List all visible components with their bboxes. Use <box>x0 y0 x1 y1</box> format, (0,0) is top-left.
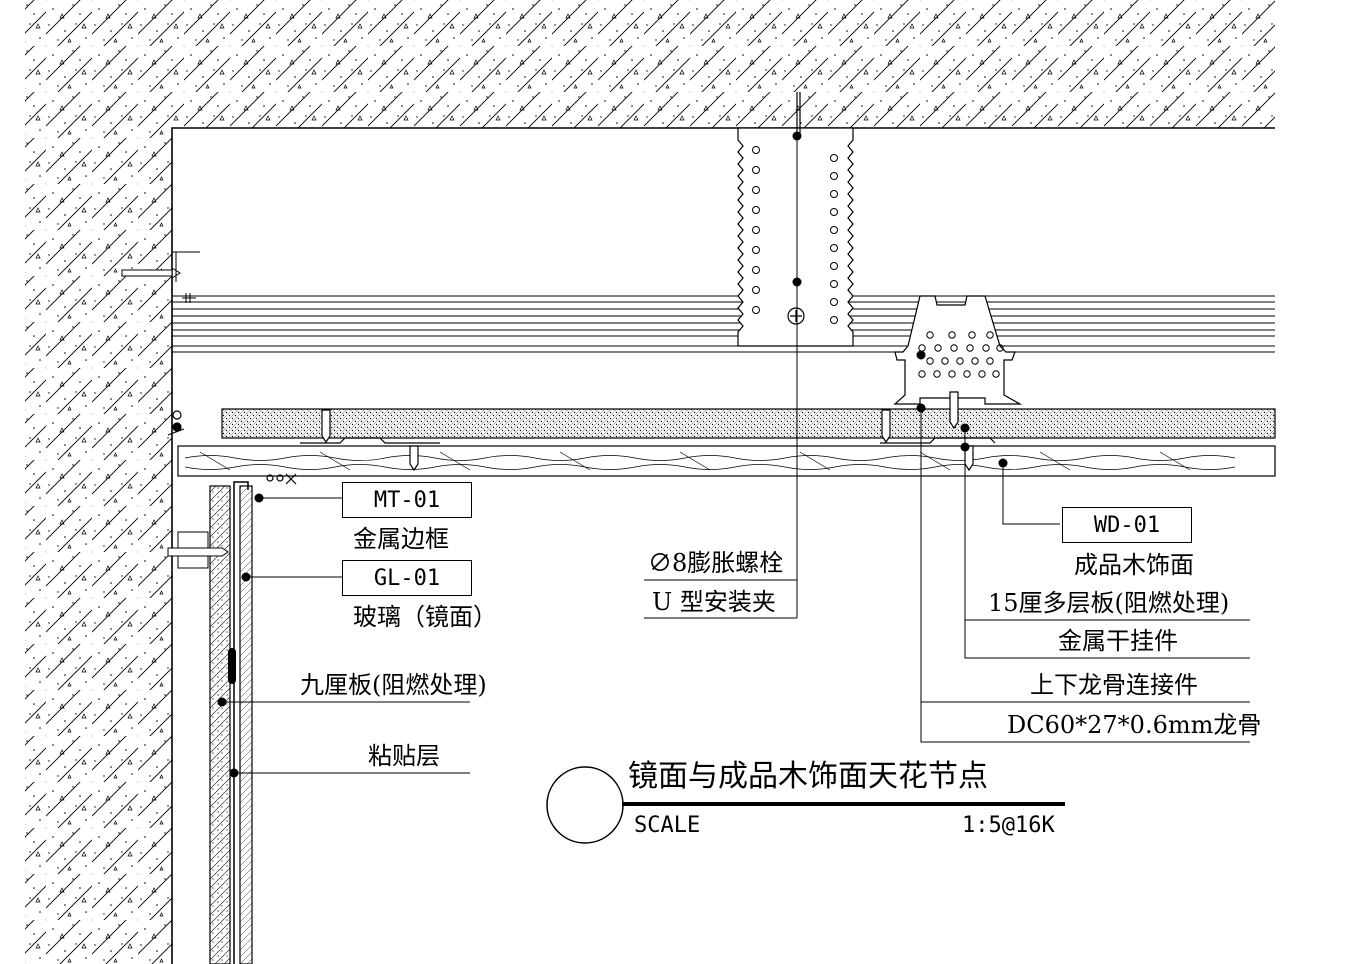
edge-clips <box>167 410 297 485</box>
tag-wd-01: WD-01 <box>1062 507 1192 543</box>
concrete-slab-and-wall <box>25 0 1275 964</box>
screws <box>321 391 974 472</box>
page-title: 镜面与成品木饰面天花节点 <box>628 759 988 794</box>
label-nine-board: 九厘板(阻燃处理) <box>300 671 487 699</box>
metal-edge-frame <box>233 481 249 964</box>
label-connector: 上下龙骨连接件 <box>1030 671 1198 699</box>
leader-lines <box>222 136 1250 774</box>
dc60-keel <box>893 295 1023 405</box>
label-keel: DC60*27*0.6mm龙骨 <box>1007 711 1262 739</box>
wall-anchor-upper <box>121 251 200 282</box>
label-metal-frame: 金属边框 <box>353 525 449 553</box>
wall-glass-mirror <box>239 485 253 964</box>
title-circle <box>546 766 624 844</box>
tag-mt-01-text: MT-01 <box>373 487 441 513</box>
label-adhesive: 粘贴层 <box>368 742 440 770</box>
label-bolt: ∅8膨胀螺栓 <box>648 549 784 577</box>
tag-gl-01: GL-01 <box>342 560 472 596</box>
scale-label: SCALE <box>634 813 701 838</box>
u-clip-hanger <box>737 127 854 347</box>
label-dry-hanger: 金属干挂件 <box>1058 627 1178 655</box>
tag-mt-01: MT-01 <box>342 482 472 518</box>
wood-grain <box>184 451 1236 471</box>
tag-gl-01-text: GL-01 <box>373 565 441 591</box>
wall-nine-board <box>209 485 231 964</box>
label-ply15: 15厘多层板(阻燃处理) <box>988 589 1230 617</box>
wall-screw <box>167 547 229 557</box>
leader-dots <box>217 131 1008 778</box>
wood-finish-panel <box>177 445 1276 477</box>
expansion-bolt <box>787 92 805 325</box>
concrete-edge-line <box>171 127 1275 964</box>
main-runner-lines <box>172 295 1275 353</box>
keel-holes <box>918 331 1004 378</box>
plywood-15-board <box>221 408 1276 439</box>
label-glass-mirror: 玻璃（镜面） <box>353 603 497 631</box>
wall-anchor-lower <box>182 293 196 303</box>
label-wood-finish: 成品木饰面 <box>1074 551 1194 579</box>
label-u-clip: U 型安装夹 <box>652 588 776 616</box>
metal-dry-hanger <box>300 437 996 444</box>
tag-wd-01-text: WD-01 <box>1093 512 1161 538</box>
scale-value: 1:5@16K <box>962 813 1055 838</box>
adhesive-pad <box>228 648 236 684</box>
